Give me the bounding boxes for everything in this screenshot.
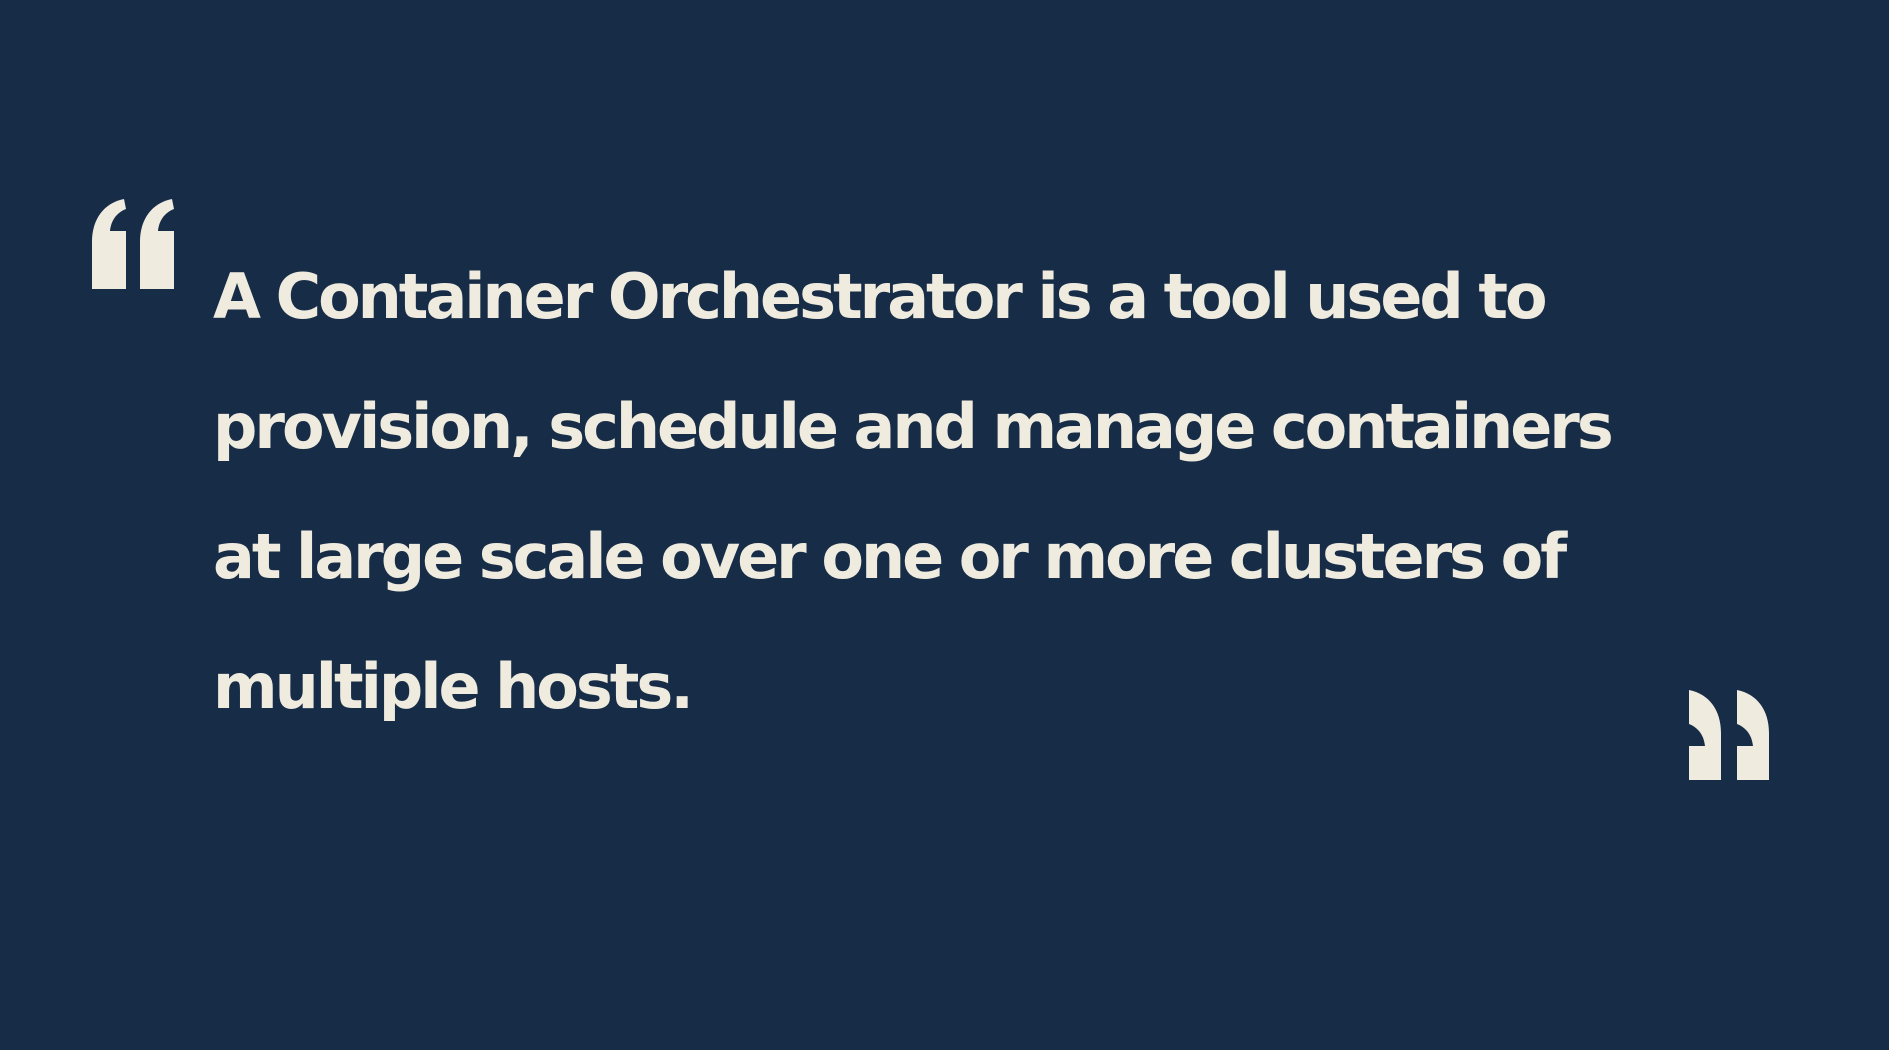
quote-text: A Container Orchestrator is a tool used … — [213, 232, 1773, 752]
closing-quotation-mark-icon — [1685, 688, 1777, 780]
quote-line-1: A Container Orchestrator is a tool used … — [213, 260, 1548, 333]
quote-line-2: provision, schedule and manage container… — [213, 390, 1614, 463]
opening-quotation-mark-icon — [90, 197, 182, 289]
quote-line-4: multiple hosts. — [213, 650, 694, 723]
quote-line-3: at large scale over one or more clusters… — [213, 520, 1567, 593]
